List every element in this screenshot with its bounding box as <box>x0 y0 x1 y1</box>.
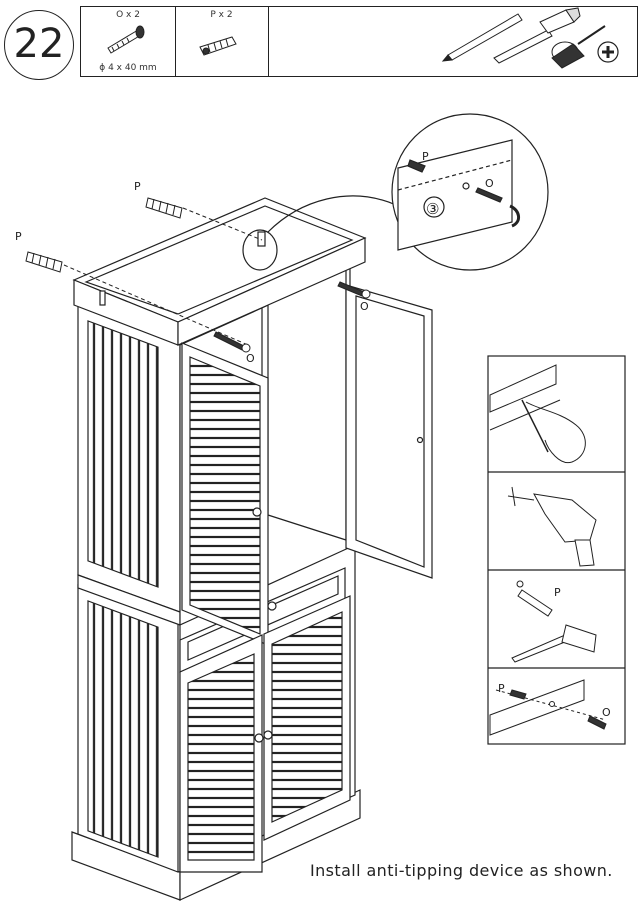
screw-spec-label: ϕ 4 x 40 mm <box>99 63 157 73</box>
lower-doors <box>179 595 351 873</box>
hammer-icon <box>493 7 581 64</box>
wall-plug-left <box>25 251 63 273</box>
label-p-callout: P <box>422 150 429 163</box>
label-p-top: P <box>134 180 141 193</box>
label-o-front: O <box>246 352 255 365</box>
phillips-head-icon <box>597 41 619 63</box>
pencil-icon <box>441 13 523 62</box>
panel-mark-wall <box>489 364 586 464</box>
screw-right <box>337 281 371 299</box>
sub-step-number: ③ <box>426 200 439 218</box>
label-p-panel3: P <box>554 586 561 599</box>
panel-hammer <box>511 580 597 663</box>
screw-front <box>213 331 251 353</box>
parts-divider <box>268 7 269 76</box>
plug-count-label: P x 2 <box>210 10 233 20</box>
detail-callout <box>242 113 549 271</box>
label-p-left: P <box>15 230 22 243</box>
step-number: 22 <box>13 21 65 67</box>
screwdriver-icon <box>551 25 606 69</box>
wall-plug-top <box>145 197 183 219</box>
label-o-callout: O <box>485 177 494 190</box>
panel-drill <box>507 486 597 567</box>
label-o-panel4: O <box>602 706 611 719</box>
glass-door <box>345 284 433 579</box>
step-number-circle <box>4 10 74 80</box>
instruction-text: Install anti-tipping device as shown. <box>310 861 613 880</box>
cabinet-top <box>72 197 367 346</box>
screw-count-label: O x 2 <box>116 10 140 20</box>
screw-icon <box>107 25 145 54</box>
parts-divider <box>175 7 176 76</box>
parts-box: O x 2 ϕ 4 x 40 mm P x 2 <box>80 6 638 77</box>
panel-screw <box>489 679 607 736</box>
label-o-right: O <box>360 300 369 313</box>
wall-plug-icon <box>199 36 237 56</box>
label-p-panel4: P <box>498 682 505 695</box>
upper-left-door <box>181 342 269 646</box>
